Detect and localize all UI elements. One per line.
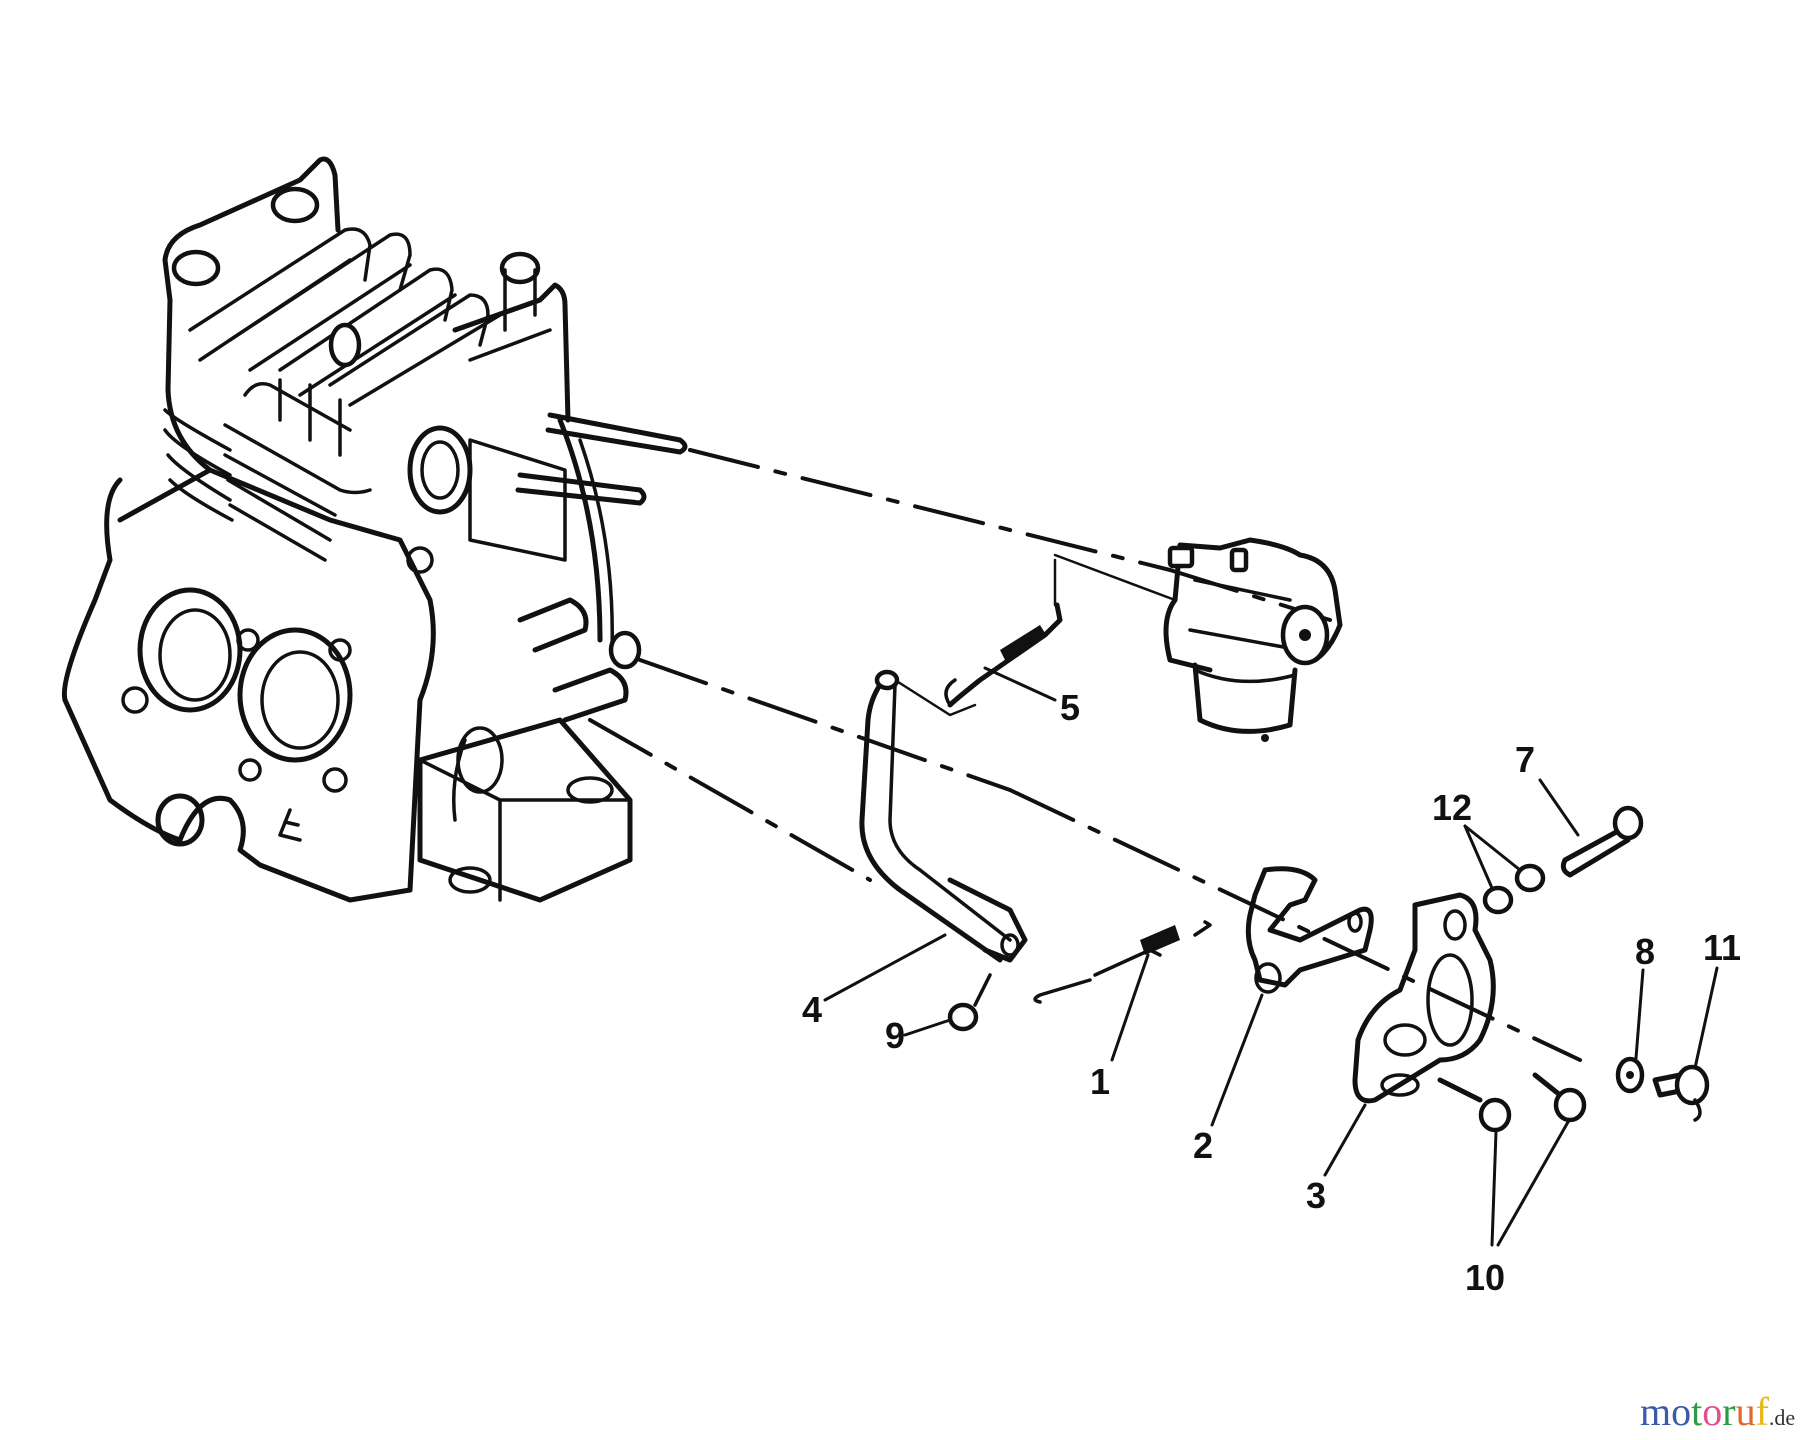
logo-letter-o1: o [1671, 1389, 1692, 1434]
callout-11: 11 [1702, 927, 1742, 968]
carburetor [1163, 537, 1343, 742]
logo-letter-t: t [1691, 1389, 1703, 1434]
engine-assembly [61, 156, 688, 903]
callout-7: 7 [1514, 739, 1536, 780]
watermark-logo: motoruf.de [1640, 1392, 1795, 1432]
part-3-plate [1323, 892, 1496, 1177]
explode-lines [588, 448, 1582, 1062]
callout-8: 8 [1634, 931, 1656, 972]
logo-letter-r: r [1722, 1389, 1736, 1434]
logo-letter-f: f [1755, 1389, 1769, 1434]
callout-9: 9 [884, 1015, 906, 1056]
callout-3: 3 [1305, 1175, 1327, 1216]
logo-suffix: .de [1768, 1405, 1796, 1430]
part-7-screw [1538, 778, 1644, 878]
part-9-nut [903, 973, 992, 1037]
part-1-spring [1033, 920, 1212, 1062]
part-12-nuts [1463, 824, 1546, 915]
logo-letter-u: u [1735, 1389, 1756, 1434]
part-2-lever [1210, 866, 1374, 1127]
callout-12: 12 [1431, 787, 1473, 828]
part-11-wing-screw [1652, 966, 1719, 1122]
logo-letter-m: m [1640, 1389, 1672, 1434]
callout-2: 2 [1192, 1125, 1214, 1166]
callout-4: 4 [801, 989, 823, 1030]
callout-5: 5 [1059, 687, 1081, 728]
part-8-washer [1615, 968, 1645, 1094]
part-10-bolts [1437, 1072, 1587, 1247]
callout-1: 1 [1089, 1061, 1111, 1102]
callout-10: 10 [1464, 1257, 1506, 1298]
part-4-rod [823, 669, 1028, 1002]
part-5-link-spring [944, 602, 1063, 708]
logo-letter-o2: o [1702, 1389, 1723, 1434]
